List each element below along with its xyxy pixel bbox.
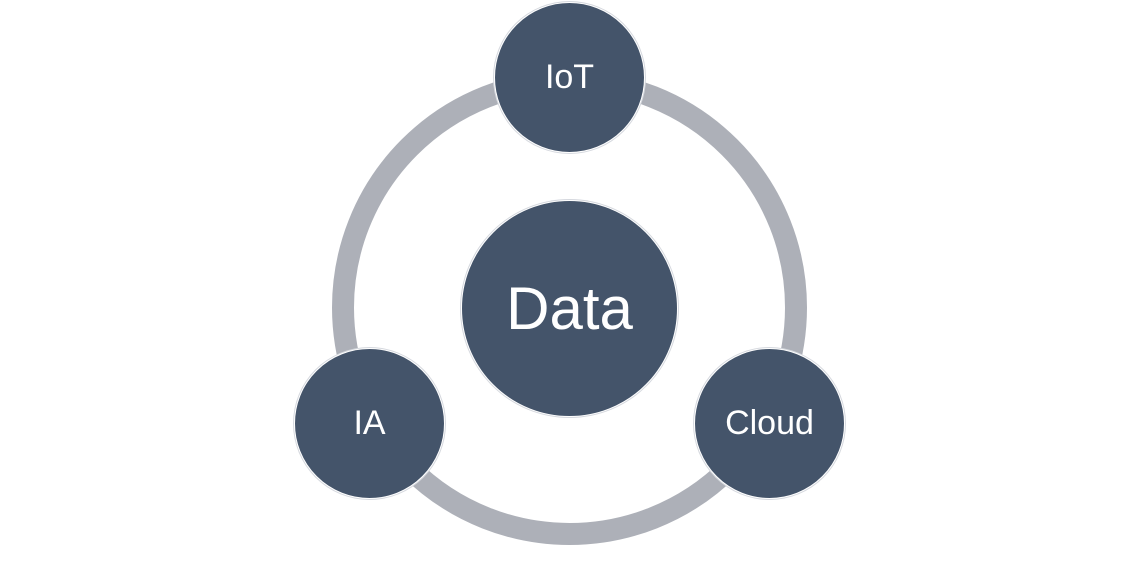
center-node-label: Data [506, 275, 633, 342]
node-iot: IoT [494, 2, 645, 153]
node-cloud-label: Cloud [725, 404, 814, 442]
center-node-data: Data [461, 200, 678, 417]
node-ia: IA [294, 348, 445, 499]
node-ia-label: IA [353, 404, 386, 442]
node-cloud: Cloud [694, 348, 845, 499]
node-iot-label: IoT [544, 58, 595, 96]
